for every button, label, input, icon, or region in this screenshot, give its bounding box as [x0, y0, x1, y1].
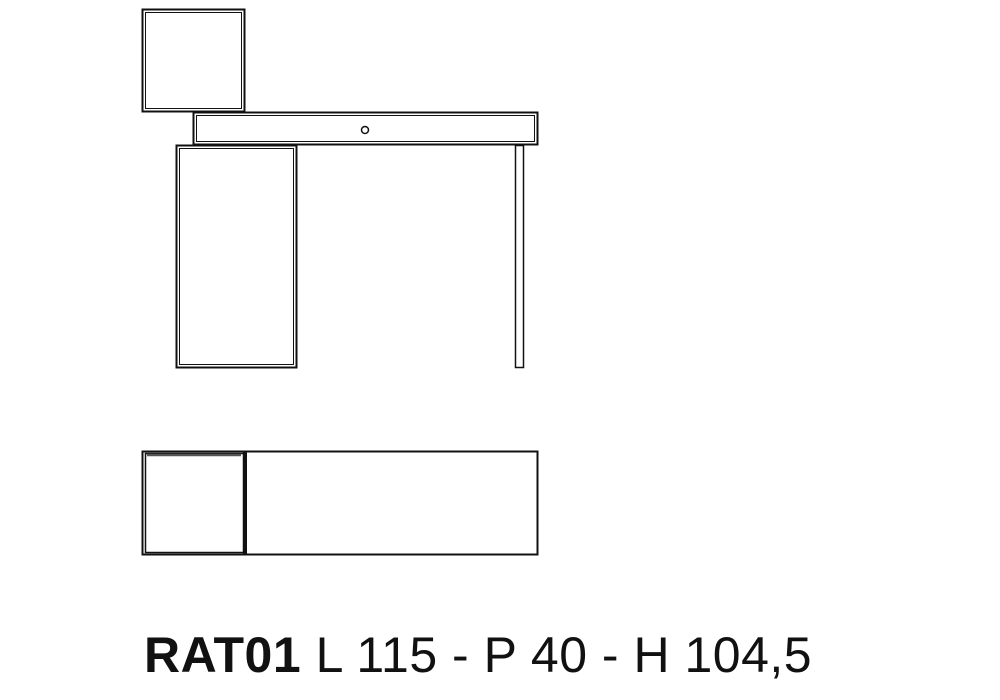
front-elevation	[141, 8, 539, 369]
desk-leg	[514, 144, 525, 369]
plan-view	[141, 450, 539, 556]
drawer-knob	[360, 125, 370, 135]
desk-top-drawer	[192, 111, 539, 146]
product-code: RAT01	[144, 627, 302, 683]
product-dimensions: L 115 - P 40 - H 104,5	[315, 627, 813, 683]
product-caption: RAT01 L 115 - P 40 - H 104,5	[144, 626, 812, 684]
wall-cabinet	[141, 8, 246, 113]
pedestal-cabinet	[175, 144, 298, 369]
